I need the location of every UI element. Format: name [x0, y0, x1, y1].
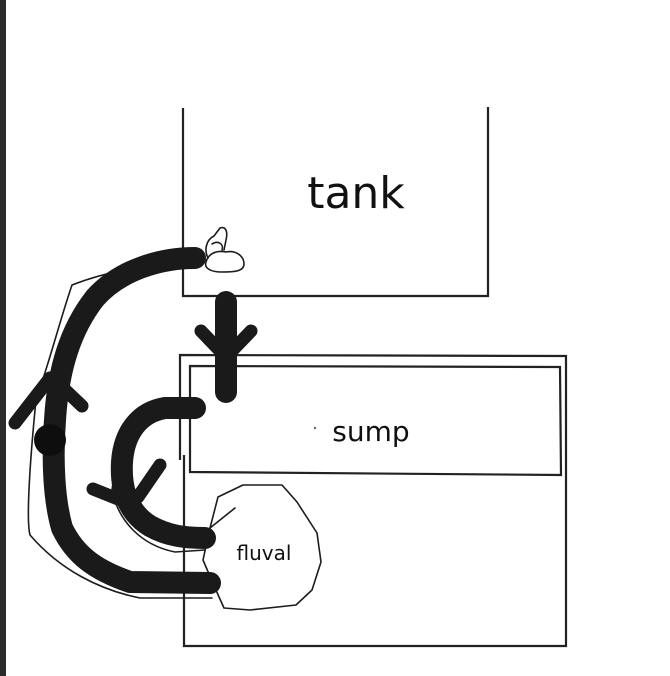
fluval-outline — [202, 484, 322, 611]
edge-tank-to-sump — [194, 291, 258, 403]
return-pipe-arrow — [42, 247, 221, 594]
sump-node: sump — [178, 353, 568, 648]
fluval-label: fluval — [237, 541, 292, 565]
fluval-inlet-line — [209, 507, 236, 529]
tank-outline — [181, 107, 490, 298]
sump-inner-chamber — [188, 364, 563, 477]
feed-pipe-arrow — [110, 397, 216, 549]
return-arrowhead-left — [8, 371, 57, 430]
overflow-arrowhead-left — [194, 324, 232, 363]
edge-fluval-to-tank — [8, 247, 221, 594]
feed-arrowhead-lower — [86, 482, 125, 506]
feed-arrowhead-upper — [131, 458, 167, 504]
return-arrowhead-right — [53, 378, 89, 413]
sump-outer-outline — [178, 353, 568, 648]
tank-outlet-nozzle-icon — [204, 226, 245, 273]
sump-dot — [313, 426, 317, 430]
tank-label: tank — [307, 168, 405, 219]
window-edge-strip — [0, 0, 6, 676]
overflow-arrowhead-right — [220, 324, 258, 363]
tank-node: tank — [181, 107, 490, 298]
return-pipe-joint-blob — [34, 424, 66, 456]
fluval-node: fluval — [202, 484, 322, 611]
edge-sump-to-fluval — [86, 397, 216, 549]
sump-label: sump — [332, 415, 409, 448]
